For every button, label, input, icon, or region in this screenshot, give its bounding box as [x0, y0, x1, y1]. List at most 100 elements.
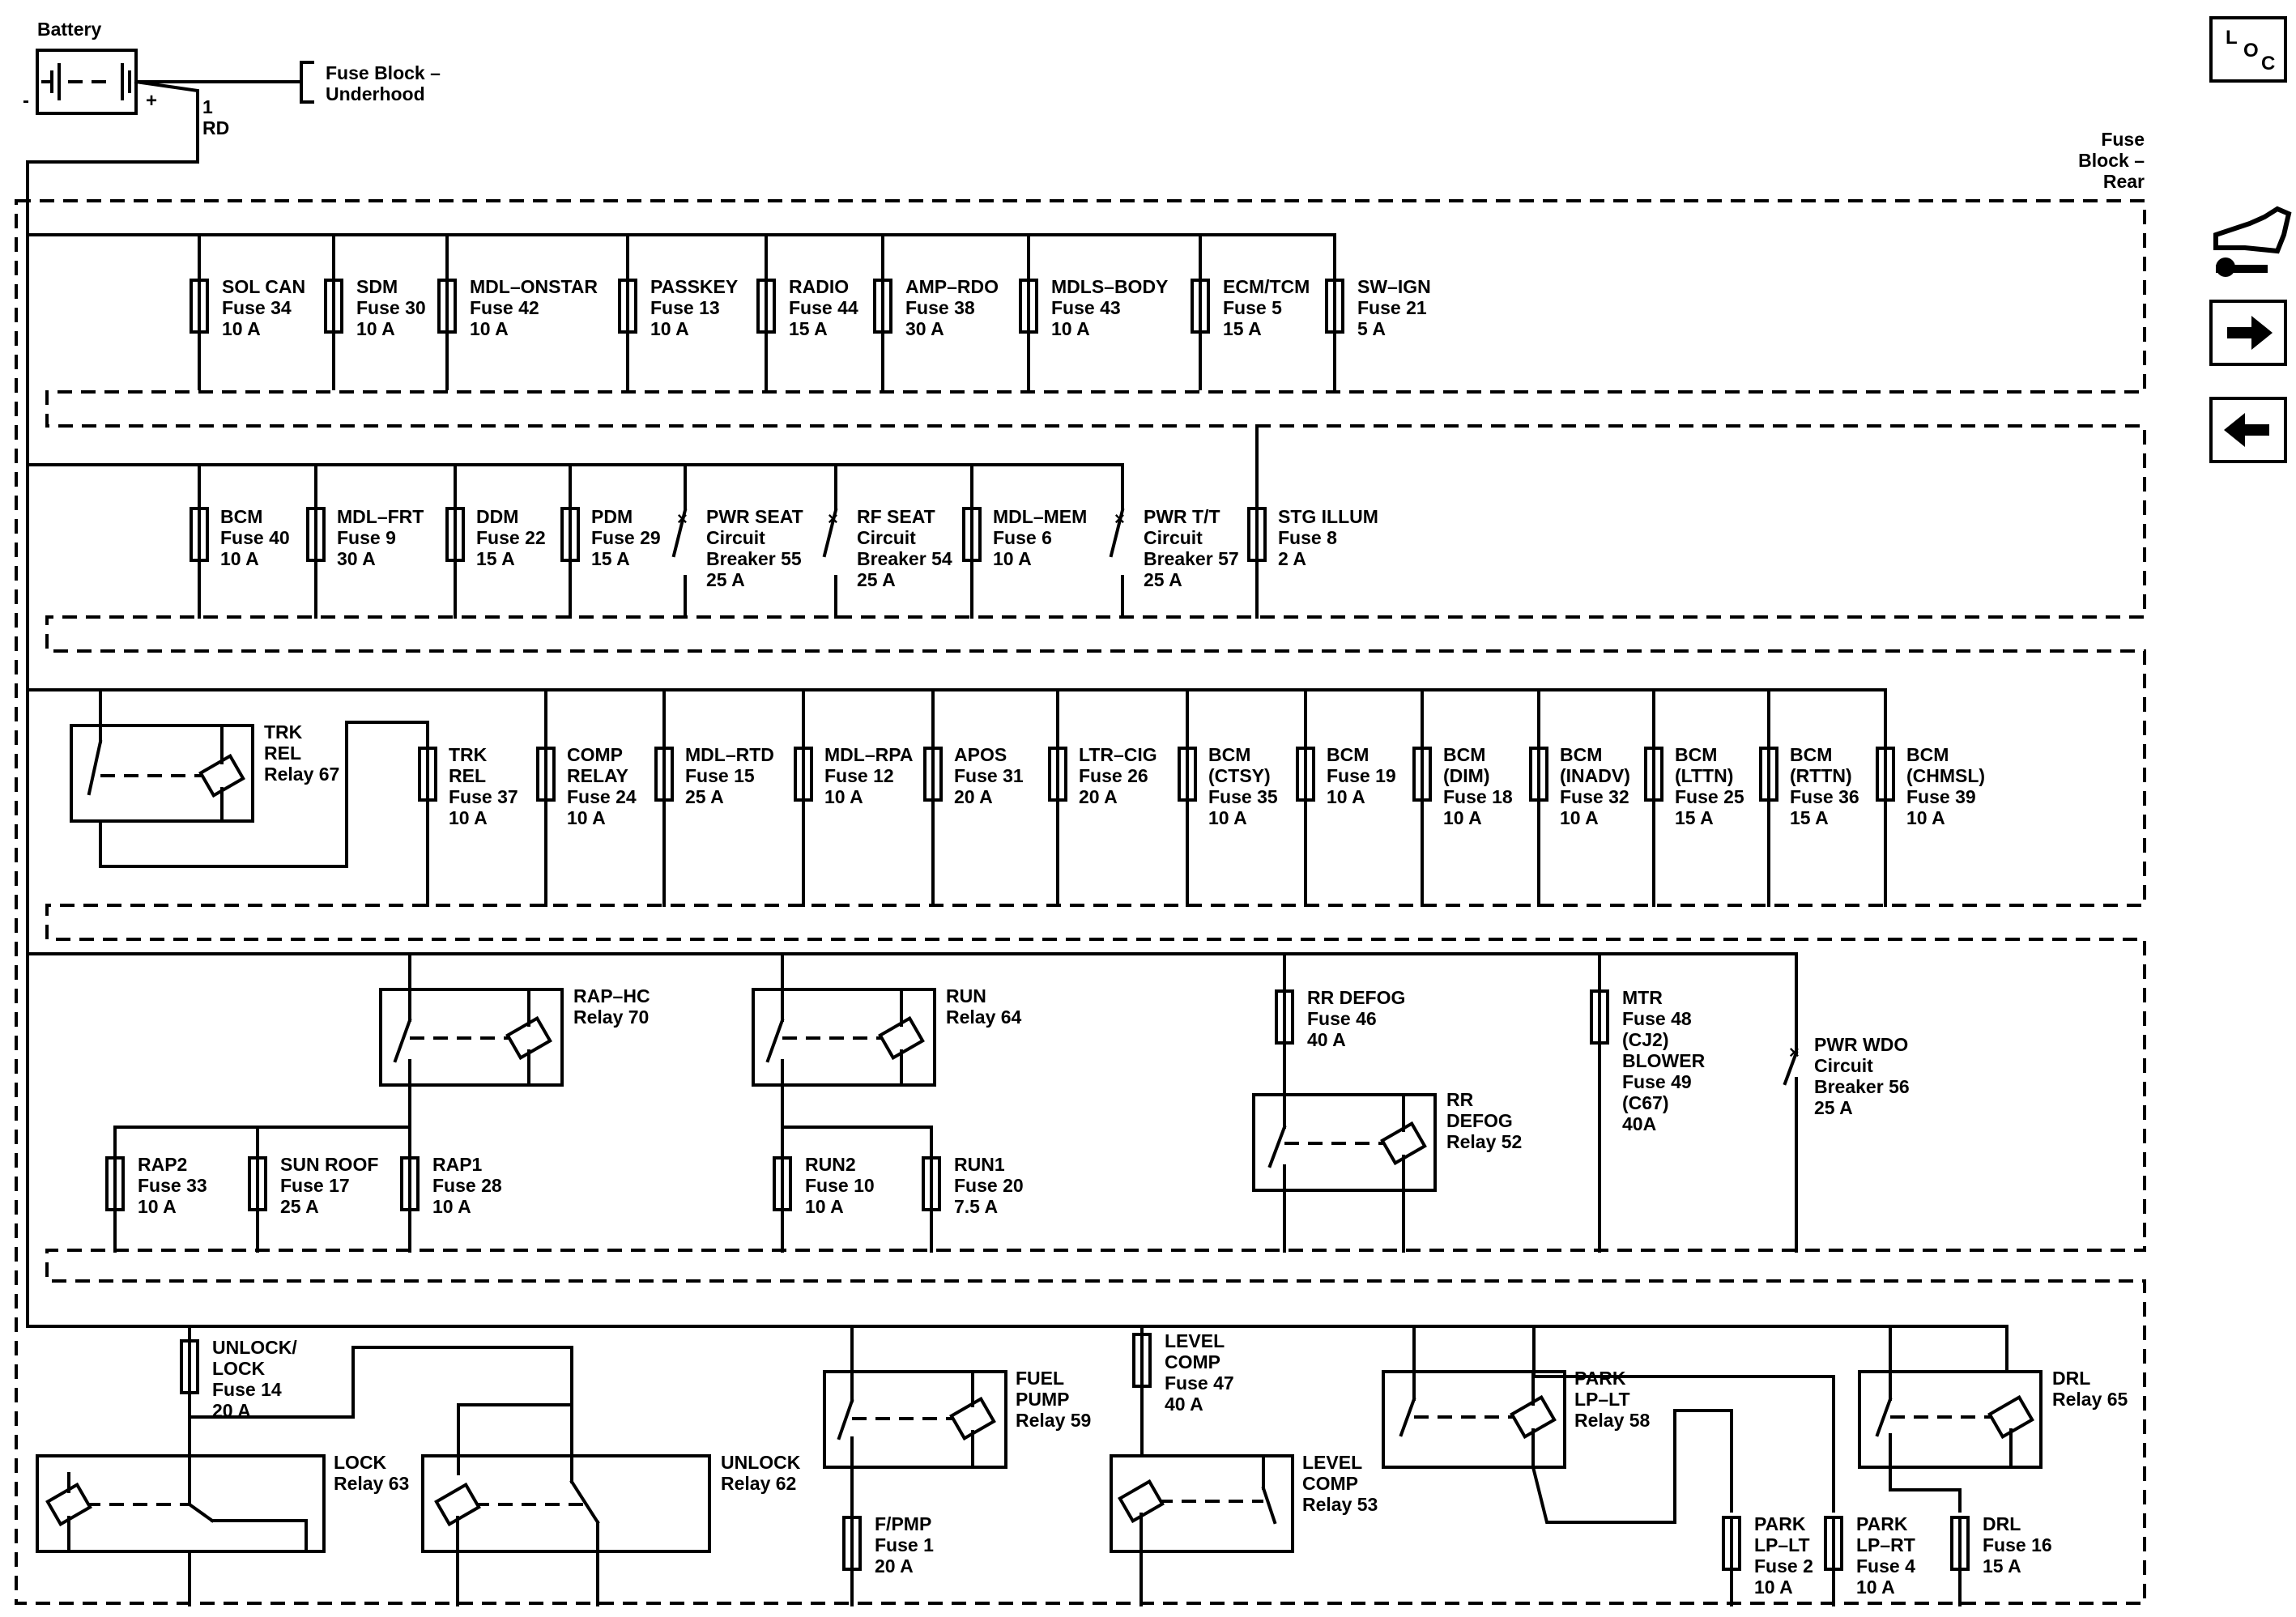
row1-name-3: MDL–ONSTAR — [470, 276, 598, 297]
row2-label-2-1: MDL–FRT — [337, 506, 424, 527]
row2-label-6-4: 25 A — [857, 569, 896, 590]
row2-label-4-3: 15 A — [591, 548, 630, 569]
row3-label-6-3: 20 A — [1079, 786, 1118, 807]
row3-label-9-2: (DIM) — [1443, 765, 1489, 786]
pwr-wdo-breaker-mark: × — [1789, 1042, 1800, 1062]
left-arrow-icon — [2224, 413, 2269, 447]
park-lp-rt-label-3: Fuse 4 — [1856, 1555, 1915, 1577]
row1-name-9: SW–IGN — [1357, 276, 1431, 297]
row1-amp-2: 10 A — [356, 318, 395, 339]
rr-defog-label-3: 40 A — [1307, 1029, 1346, 1050]
row1-amp-6: 30 A — [905, 318, 944, 339]
level-comp-relay-box — [1110, 1454, 1294, 1553]
fpmp-label-1: F/PMP — [875, 1513, 931, 1534]
row2-label-8-4: 25 A — [1144, 569, 1182, 590]
row3-label-12-2: (RTTN) — [1790, 765, 1852, 786]
drl-relay-label-1: DRL — [2052, 1368, 2090, 1389]
row1-amp-1: 10 A — [222, 318, 261, 339]
row3-label-1-1: TRK — [449, 744, 488, 765]
row1-fuse-num-4: Fuse 13 — [650, 297, 720, 318]
row2-label-8-3: Breaker 57 — [1144, 548, 1239, 569]
mtr-label-7: 40A — [1622, 1113, 1656, 1134]
nav-panel: L O C — [2209, 16, 2292, 463]
row1-amp-7: 10 A — [1051, 318, 1090, 339]
fuel-pump-label-1: FUEL — [1016, 1368, 1064, 1389]
rap2-label-1: RAP2 — [138, 1154, 187, 1175]
row2-label-5-2: Circuit — [706, 527, 765, 548]
wire-color: RD — [202, 117, 229, 138]
row3-label-3-3: 25 A — [685, 786, 724, 807]
rap2-label-2: Fuse 33 — [138, 1175, 207, 1196]
wrench-icon[interactable] — [2213, 206, 2292, 277]
underhood-label-1: Fuse Block – — [326, 62, 441, 83]
row2-label-9-3: 2 A — [1278, 548, 1306, 569]
row1-fuse-num-1: Fuse 34 — [222, 297, 292, 318]
row3-label-9-4: 10 A — [1443, 807, 1482, 828]
loc-letter-l: L — [2226, 27, 2238, 49]
level-comp-relay-label-3: Relay 53 — [1302, 1494, 1378, 1515]
row3-label-7-4: 10 A — [1208, 807, 1247, 828]
row3-label-6-1: LTR–CIG — [1079, 744, 1157, 765]
row2-label-4-1: PDM — [591, 506, 633, 527]
run1-label-3: 7.5 A — [954, 1196, 998, 1217]
fuel-pump-label-3: Relay 59 — [1016, 1410, 1091, 1431]
drl-label-3: 15 A — [1983, 1555, 2021, 1577]
pwr-wdo-label-3: Breaker 56 — [1814, 1076, 1910, 1097]
row3-label-6-2: Fuse 26 — [1079, 765, 1148, 786]
battery-section: Battery - + Fuse Block – Underhood 1 RD — [23, 19, 441, 164]
park-lp-relay-label-2: LP–LT — [1574, 1389, 1630, 1410]
row3-label-2-1: COMP — [567, 744, 623, 765]
back-arrow-button[interactable] — [2209, 397, 2287, 463]
row5-relays: LOCK Relay 63 UNLOCK Relay 62 FUEL PUMP … — [26, 1325, 2128, 1606]
row3-label-5-1: APOS — [954, 744, 1007, 765]
row3-label-4-2: Fuse 12 — [824, 765, 894, 786]
row1-fuse-num-5: Fuse 44 — [789, 297, 858, 318]
sunroof-label-2: Fuse 17 — [280, 1175, 350, 1196]
row2-label-7-3: 10 A — [993, 548, 1032, 569]
row1-fuse-num-7: Fuse 43 — [1051, 297, 1121, 318]
run1-label-2: Fuse 20 — [954, 1175, 1024, 1196]
row3-label-8-2: Fuse 19 — [1327, 765, 1396, 786]
loc-letter-c: C — [2261, 53, 2275, 74]
row3-label-4-3: 10 A — [824, 786, 863, 807]
drl-label-2: Fuse 16 — [1983, 1534, 2052, 1555]
sunroof-label-3: 25 A — [280, 1196, 319, 1217]
park-lp-lt-label-1: PARK — [1754, 1513, 1806, 1534]
park-lp-lt-label-4: 10 A — [1754, 1577, 1793, 1598]
row3-label-11-4: 15 A — [1675, 807, 1714, 828]
lock-relay-label-2: Relay 63 — [334, 1473, 409, 1494]
run2-label-2: Fuse 10 — [805, 1175, 875, 1196]
row2-label-2-3: 30 A — [337, 548, 376, 569]
rap-hc-relay-box — [379, 988, 564, 1087]
row2-label-7-1: MDL–MEM — [993, 506, 1087, 527]
drl-relay-box — [1858, 1370, 2043, 1469]
drl-label-1: DRL — [1983, 1513, 2021, 1534]
unlock-relay-box — [421, 1454, 711, 1553]
row2-label-7-2: Fuse 6 — [993, 527, 1052, 548]
row2-label-9-1: STG ILLUM — [1278, 506, 1378, 527]
loc-letter-o: O — [2243, 40, 2259, 62]
run-label-1: RUN — [946, 985, 986, 1006]
battery-pos: + — [146, 90, 157, 112]
row2-label-3-1: DDM — [476, 506, 518, 527]
row2-label-6-1: RF SEAT — [857, 506, 935, 527]
level-comp-relay-label-1: LEVEL — [1302, 1452, 1362, 1473]
loc-button[interactable]: L O C — [2209, 16, 2287, 83]
trk-rel-relay-label-1: TRK — [264, 721, 303, 743]
unlock-lock-label-1: UNLOCK/ — [212, 1337, 297, 1358]
forward-arrow-button[interactable] — [2209, 300, 2287, 366]
level-comp-relay-label-2: COMP — [1302, 1473, 1358, 1494]
row3-label-1-2: REL — [449, 765, 486, 786]
row1-fuse-num-2: Fuse 30 — [356, 297, 426, 318]
main-bus: Fuse Block – Rear — [26, 129, 2145, 1328]
row3-label-12-4: 15 A — [1790, 807, 1829, 828]
run2-label-1: RUN2 — [805, 1154, 856, 1175]
row2-label-5-1: PWR SEAT — [706, 506, 803, 527]
rear-block-label-1: Fuse — [2101, 129, 2145, 150]
wire-number: 1 — [202, 96, 213, 117]
level-comp-label-3: Fuse 47 — [1165, 1372, 1234, 1394]
row1-name-6: AMP–RDO — [905, 276, 999, 297]
row3-label-10-4: 10 A — [1560, 807, 1599, 828]
